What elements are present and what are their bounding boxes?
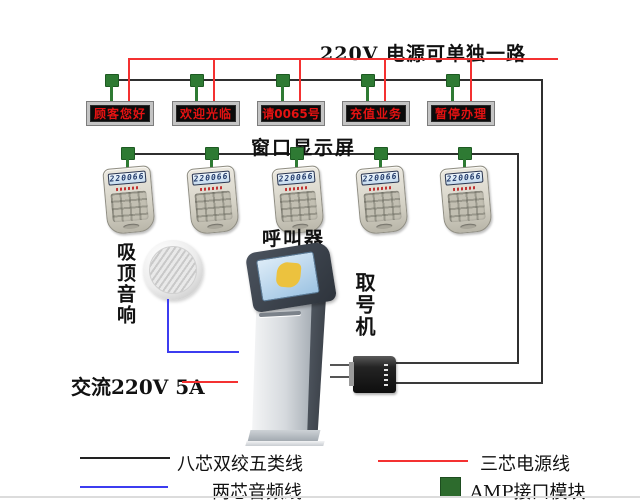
image-bottom-edge [0, 496, 640, 498]
amp-module-wire-right [396, 382, 543, 384]
connector-stem [295, 158, 298, 168]
amp-module-pins [349, 362, 354, 386]
ceiling-speaker-icon [143, 240, 203, 300]
connector-stem [451, 85, 454, 103]
caller-lcd-text: 220066 [192, 171, 230, 185]
power-bus-line [128, 58, 558, 60]
legend-power-label: 三芯电源线 [480, 454, 570, 475]
ac-power-line [182, 381, 238, 383]
caller-lcd: 220066 [191, 170, 231, 186]
legend-amp-swatch-icon [440, 477, 461, 497]
caller-lcd-text: 220066 [445, 171, 483, 185]
caller-lcd-text: 220066 [361, 171, 399, 185]
caller-speaker-slot [123, 223, 140, 230]
led-display: 欢迎光临 [173, 102, 239, 125]
caller-keypad [363, 190, 402, 223]
led-display-text: 请0065号 [262, 107, 320, 121]
connector-stem [110, 85, 113, 103]
kiosk-label: 取号机 [352, 272, 376, 338]
display-data-bus-line [107, 79, 543, 81]
caller-speaker-slot [376, 223, 393, 230]
led-display-text: 充值业务 [349, 107, 402, 121]
led-display: 充值业务 [343, 102, 409, 125]
caller-lcd: 220066 [276, 170, 316, 186]
caller-speaker-slot [207, 223, 224, 230]
ceiling-speaker-label: 吸顶音响 [114, 242, 136, 326]
legend-audio-line [80, 486, 168, 488]
amp-module-wire-left [330, 364, 355, 366]
led-display-text: 暂停办理 [434, 107, 487, 121]
caller-lcd-text: 220066 [277, 171, 315, 185]
speaker-mesh [149, 246, 197, 294]
caller-data-bus-line [127, 153, 519, 155]
caller-keypad [110, 190, 149, 223]
connector-stem [126, 158, 129, 168]
audio-line-horizontal [167, 351, 239, 353]
amp-module-print [384, 364, 388, 386]
legend-cat5-label: 八芯双绞五类线 [177, 454, 303, 475]
caller-keypad [447, 190, 486, 223]
caller-device: 220066 [355, 165, 409, 235]
amp-module-wire-right [396, 362, 519, 364]
power-drop-line [470, 59, 472, 103]
legend-amp-label: AMP接口模块 [470, 482, 586, 502]
power-drop-line [128, 59, 130, 103]
caller-device: 220066 [439, 165, 493, 235]
led-display: 请0065号 [258, 102, 324, 125]
power-bus-title: 220V 电源可单独一路 [320, 43, 527, 65]
led-display-text: 欢迎光临 [179, 107, 232, 121]
power-drop-line [299, 59, 301, 103]
connector-stem [463, 158, 466, 168]
legend-power-line [378, 460, 468, 462]
caller-lcd: 220066 [107, 170, 147, 186]
caller-lcd-text: 220066 [108, 171, 146, 185]
legend-audio-label: 两芯音频线 [212, 482, 302, 502]
power-drop-line [213, 59, 215, 103]
legend-cat5-line [80, 457, 170, 459]
connector-stem [281, 85, 284, 103]
audio-line-vertical [167, 299, 169, 353]
caller-keypad [279, 190, 318, 223]
connector-stem [210, 158, 213, 168]
led-display: 顾客您好 [87, 102, 153, 125]
caller-device: 220066 [102, 165, 156, 235]
kiosk-screen [255, 251, 320, 302]
amp-module-wire-left [330, 376, 355, 378]
led-display-text: 顾客您好 [93, 107, 146, 121]
caller-lcd: 220066 [360, 170, 400, 186]
connector-stem [366, 85, 369, 103]
amp-module-icon [349, 356, 396, 393]
caller-lcd: 220066 [444, 170, 484, 186]
connector-stem [195, 85, 198, 103]
led-display: 暂停办理 [428, 102, 494, 125]
caller-bus-riser-line [517, 153, 519, 364]
ac-power-label: 交流220V 5A [71, 375, 205, 399]
caller-speaker-slot [460, 223, 477, 230]
caller-device: 220066 [186, 165, 240, 235]
kiosk-base-lip [245, 441, 325, 446]
power-drop-line [384, 59, 386, 103]
connector-stem [379, 158, 382, 168]
caller-keypad [194, 190, 233, 223]
display-bus-riser-line [541, 79, 543, 384]
